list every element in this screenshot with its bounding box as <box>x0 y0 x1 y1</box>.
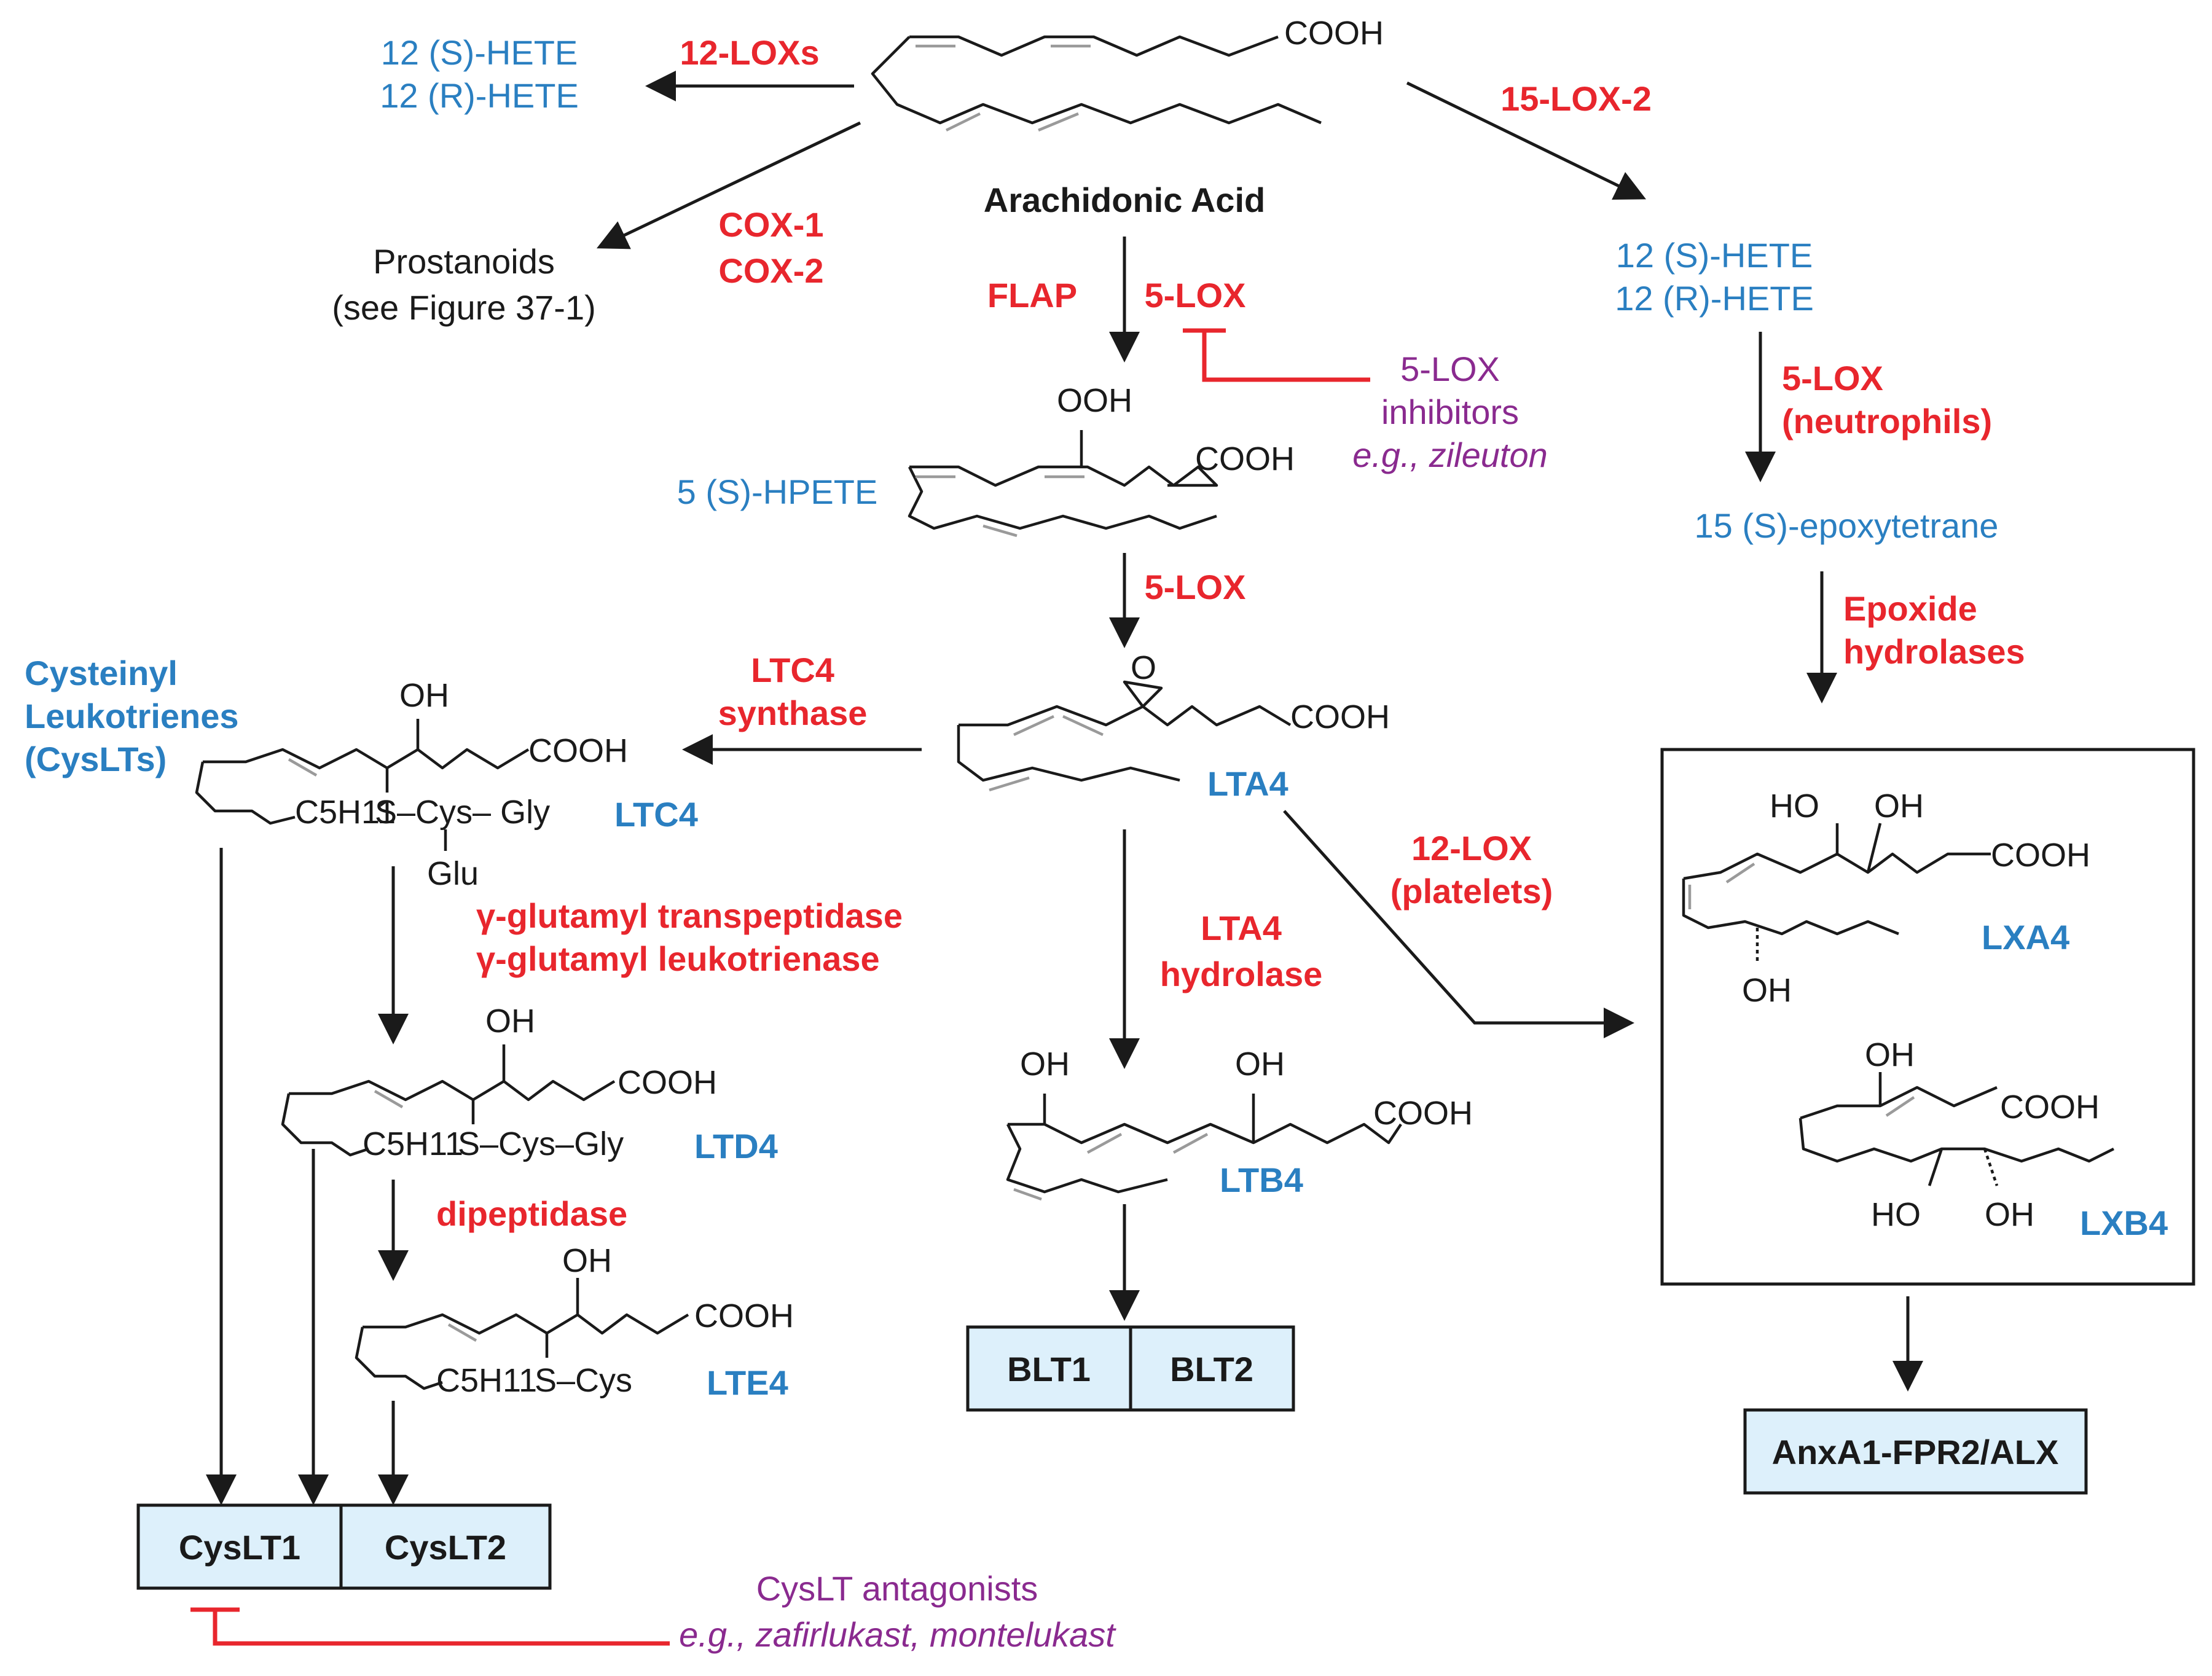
ltb4-label: LTB4 <box>1220 1161 1303 1199</box>
lxa4-structure <box>1682 823 1991 965</box>
arrow-to-lipoxin-box <box>1283 810 1634 1038</box>
blt2-receptor: BLT2 <box>1170 1350 1253 1388</box>
enzyme-5-lox-neutrophils-2: (neutrophils) <box>1782 402 1992 441</box>
ltd4-side-chain: S–Cys–Gly <box>458 1126 624 1162</box>
lte4-oh: OH <box>562 1242 612 1279</box>
blt-receptor-box: BLT1 BLT2 <box>966 1325 1295 1412</box>
lxb4-oh: OH <box>1865 1036 1915 1073</box>
5s-hpete-label: 5 (S)-HPETE <box>677 472 878 511</box>
enzyme-5-lox-1: 5-LOX <box>1145 276 1246 315</box>
5-hpete-structure <box>908 430 1218 538</box>
lxa4-oh-2: OH <box>1742 972 1792 1009</box>
inhibitor-label-1: 5-LOX <box>1400 350 1500 388</box>
hpete-ooh: OOH <box>1057 382 1132 419</box>
ltb4-oh-2: OH <box>1235 1046 1285 1083</box>
aa-cooh: COOH <box>1284 15 1384 52</box>
12-lox-platelets-1: 12-LOX <box>1411 829 1532 867</box>
cyslt-antagonists-label: CysLT antagonists <box>756 1569 1038 1608</box>
lxa4-oh: OH <box>1874 788 1924 824</box>
lte4-label: LTE4 <box>707 1363 788 1402</box>
inhibitor-example: e.g., zileuton <box>1352 436 1548 474</box>
ltd4-oh: OH <box>485 1003 535 1040</box>
lxb4-oh-2: OH <box>1985 1196 2034 1233</box>
ltc4-c5h11: C5H11 <box>295 794 396 831</box>
inhibitor-line-5-lox <box>1202 331 1370 382</box>
enzyme-12-loxs: 12-LOXs <box>680 33 819 72</box>
inhibitor-line-cyslt <box>213 1610 670 1646</box>
blt1-receptor: BLT1 <box>1007 1350 1091 1388</box>
lte4-c5h11: C5H11 <box>436 1362 537 1399</box>
ltc4-structure <box>195 719 530 851</box>
ggt-1: γ-glutamyl transpeptidase <box>476 896 903 935</box>
cyslt-antagonists-examples: e.g., zafirlukast, montelukast <box>679 1615 1116 1654</box>
flap-label: FLAP <box>987 276 1077 315</box>
lta4-epoxide-o: O <box>1131 649 1156 686</box>
lta4-hydrolase-2: hydrolase <box>1160 955 1323 993</box>
cyslt-receptor-box: CysLT1 CysLT2 <box>136 1503 552 1590</box>
cyslt-title-2: Leukotrienes <box>25 697 239 735</box>
anxa1-receptor-box: AnxA1-FPR2/ALX <box>1743 1408 2088 1495</box>
ltd4-label: LTD4 <box>694 1127 778 1165</box>
hpete-cooh: COOH <box>1195 441 1295 477</box>
ltb4-cooh: COOH <box>1373 1095 1473 1132</box>
lta4-hydrolase-1: LTA4 <box>1201 909 1282 947</box>
ltc4-glu: Glu <box>427 855 479 892</box>
lxb4-cooh: COOH <box>2000 1089 2100 1126</box>
12s-hete-left: 12 (S)-HETE <box>381 33 578 72</box>
lxb4-label: LXB4 <box>2080 1204 2168 1242</box>
12-lox-platelets-2: (platelets) <box>1390 872 1553 910</box>
ltc4-synthase-2: synthase <box>718 694 868 732</box>
12s-hete-right: 12 (S)-HETE <box>1616 236 1813 275</box>
cyslt-title-3: (CysLTs) <box>25 740 167 778</box>
cyslt1-receptor: CysLT1 <box>179 1528 300 1567</box>
enzyme-15-lox-2: 15-LOX-2 <box>1500 79 1652 118</box>
dipeptidase: dipeptidase <box>436 1194 627 1233</box>
lta4-label: LTA4 <box>1207 764 1288 803</box>
ltd4-structure <box>281 1044 616 1157</box>
arrow-to-prostanoids <box>596 121 861 249</box>
lte4-cooh: COOH <box>694 1298 794 1334</box>
inhibitor-label-2: inhibitors <box>1381 393 1519 431</box>
ltd4-cooh: COOH <box>618 1064 717 1101</box>
cyslt-title-1: Cysteinyl <box>25 654 178 692</box>
cyslt2-receptor: CysLT2 <box>385 1528 506 1567</box>
arachidonic-acid-label: Arachidonic Acid <box>984 181 1265 219</box>
enzyme-epoxide-hydrolases-2: hydrolases <box>1843 632 2025 671</box>
ltc4-side-chain: S–Cys– Gly <box>375 794 550 831</box>
ltc4-oh: OH <box>399 677 449 714</box>
prostanoids-note: (see Figure 37-1) <box>332 288 596 327</box>
lte4-side-chain: S–Cys <box>535 1362 632 1399</box>
arrow-to-12-hete-right <box>1406 81 1646 200</box>
lxb4-ho: HO <box>1871 1196 1921 1233</box>
ltd4-c5h11: C5H11 <box>363 1126 463 1162</box>
12r-hete-left: 12 (R)-HETE <box>380 76 579 115</box>
lte4-structure <box>355 1278 689 1390</box>
enzyme-cox-2: COX-2 <box>718 251 823 290</box>
lta4-structure <box>957 680 1292 792</box>
prostanoids-label: Prostanoids <box>373 242 555 281</box>
ggt-2: γ-glutamyl leukotrienase <box>476 939 880 978</box>
ltc4-synthase-1: LTC4 <box>751 651 834 689</box>
enzyme-cox-1: COX-1 <box>718 205 823 244</box>
ltc4-label: LTC4 <box>614 795 698 834</box>
lta4-cooh: COOH <box>1290 699 1390 735</box>
ltb4-oh-1: OH <box>1020 1046 1070 1083</box>
12r-hete-right: 12 (R)-HETE <box>1615 279 1814 318</box>
lipoxin-box <box>1660 748 2195 1286</box>
ltb4-structure <box>1006 1094 1402 1201</box>
enzyme-epoxide-hydrolases-1: Epoxide <box>1843 589 1977 628</box>
anxa1-fpr2-alx-receptor: AnxA1-FPR2/ALX <box>1772 1433 2059 1471</box>
arachidonic-acid-structure: COOH <box>871 15 1384 132</box>
lxb4-structure <box>1798 1072 2115 1186</box>
enzyme-5-lox-2: 5-LOX <box>1145 568 1246 606</box>
15s-epoxytetrane: 15 (S)-epoxytetrane <box>1695 506 1999 545</box>
lxa4-ho: HO <box>1770 788 1819 824</box>
lxa4-label: LXA4 <box>1982 918 2069 957</box>
enzyme-5-lox-neutrophils-1: 5-LOX <box>1782 359 1883 397</box>
lxa4-cooh: COOH <box>1991 837 2090 874</box>
ltc4-cooh: COOH <box>528 732 628 769</box>
